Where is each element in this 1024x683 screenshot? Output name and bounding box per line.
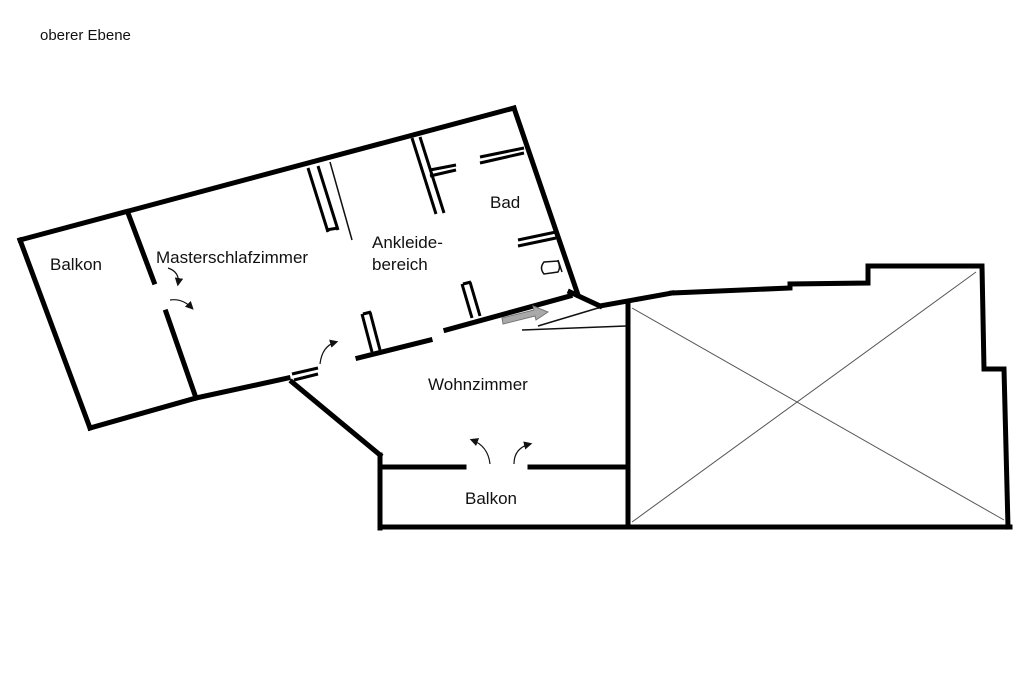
room-bad: Bad [490,193,520,212]
room-ankleide-line1: Ankleide- [372,233,443,252]
room-ankleide-line2: bereich [372,255,428,274]
outer-walls [16,104,675,432]
stair-arrow-icon [501,305,550,325]
ankleide-lower-wall [354,280,574,362]
door-swings [167,267,533,465]
bad-partitions [410,136,563,275]
room-wohnzimmer: Wohnzimmer [428,375,528,394]
room-balkon-bottom: Balkon [465,489,517,508]
wardrobe [306,161,353,241]
room-masterschlafzimmer: Masterschlafzimmer [156,248,308,267]
right-void [631,263,1011,530]
room-balkon-left: Balkon [50,255,102,274]
plan-title: oberer Ebene [40,27,131,44]
balkon-master-wall [124,209,200,402]
wohnzimmer-walls [288,302,1013,531]
